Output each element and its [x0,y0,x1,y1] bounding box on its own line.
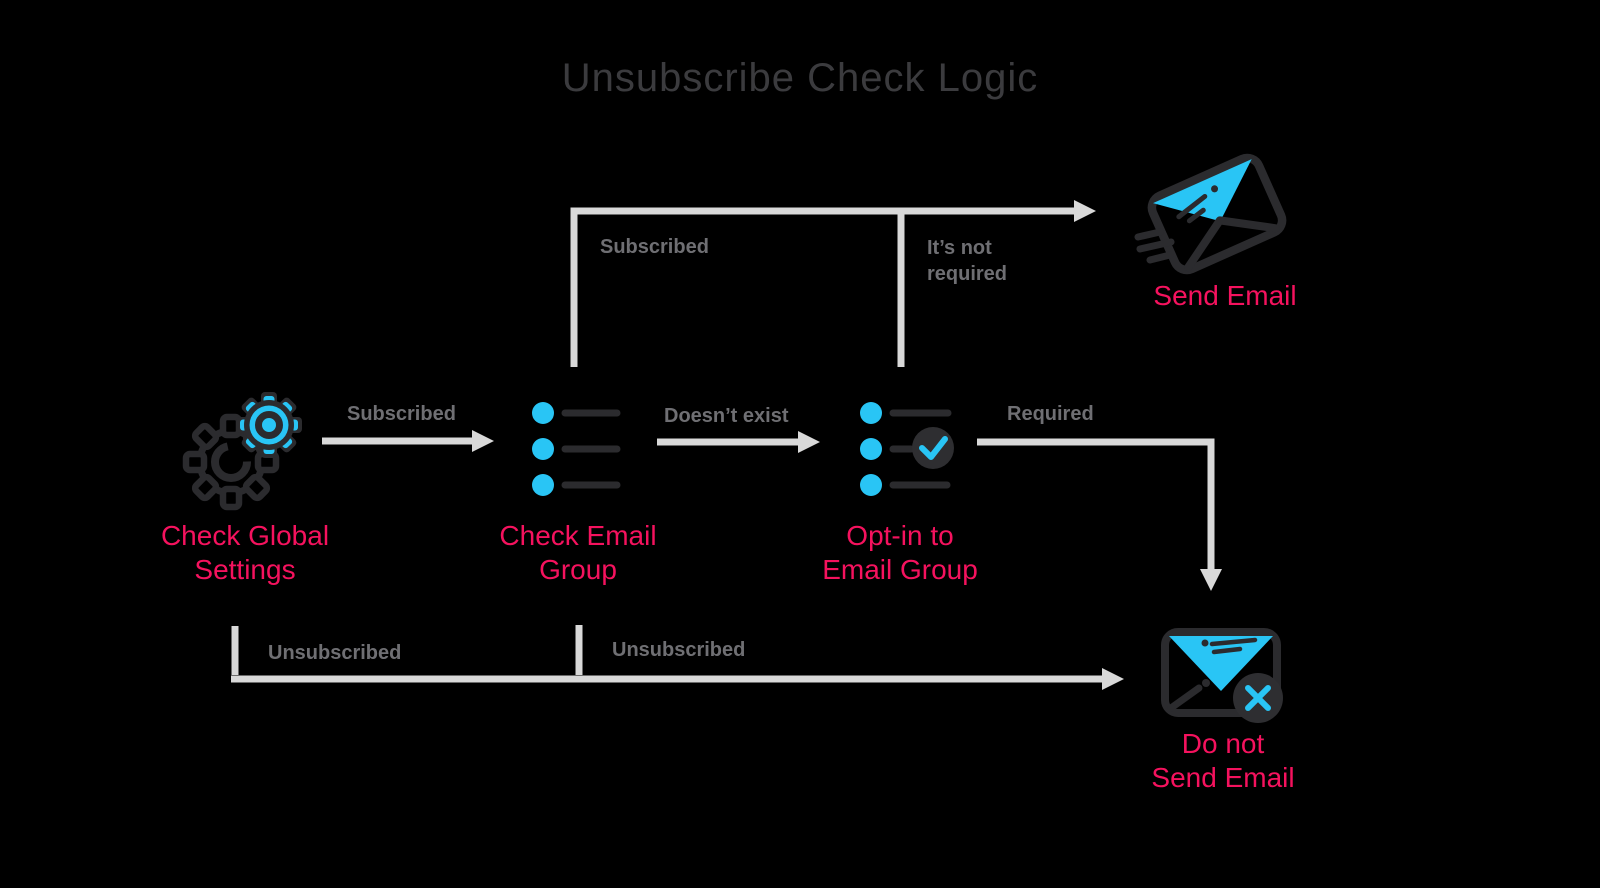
gears-icon [182,392,302,511]
edge-label-unsubscribed-left: Unsubscribed [268,642,402,664]
diagram-title: Unsubscribe Check Logic [561,56,1039,100]
check-badge [912,427,954,469]
arrow-doesnt-exist [657,431,820,453]
speed-lines [1134,228,1175,264]
arrow-subscribed-top [570,200,1096,367]
node-label-do-not-send-email: Do not Send Email [1151,728,1295,793]
arrow-subscribed-mid [322,430,494,452]
small-gear [236,392,302,458]
list-check-icon [860,402,954,496]
node-label-send-email: Send Email [1153,280,1297,311]
send-email-icon [1134,153,1287,275]
edge-label-subscribed-top: Subscribed [600,236,709,258]
node-label-opt-in-email-group: Opt-in to Email Group [822,520,978,585]
list-icon [532,402,621,496]
do-not-send-email-icon [1161,628,1283,723]
edge-label-its-not-required: It’s not required [927,237,1008,285]
arrow-required [977,438,1222,591]
edge-label-required: Required [1007,403,1094,425]
edge-label-unsubscribed-mid: Unsubscribed [612,639,746,661]
edge-label-subscribed-mid: Subscribed [347,403,456,425]
arrow-unsubscribed [231,625,1124,690]
node-label-check-email-group: Check Email Group [499,520,657,585]
node-label-check-global-settings: Check Global Settings [160,520,330,585]
x-badge [1233,673,1283,723]
edge-label-doesnt-exist: Doesn’t exist [664,405,789,427]
